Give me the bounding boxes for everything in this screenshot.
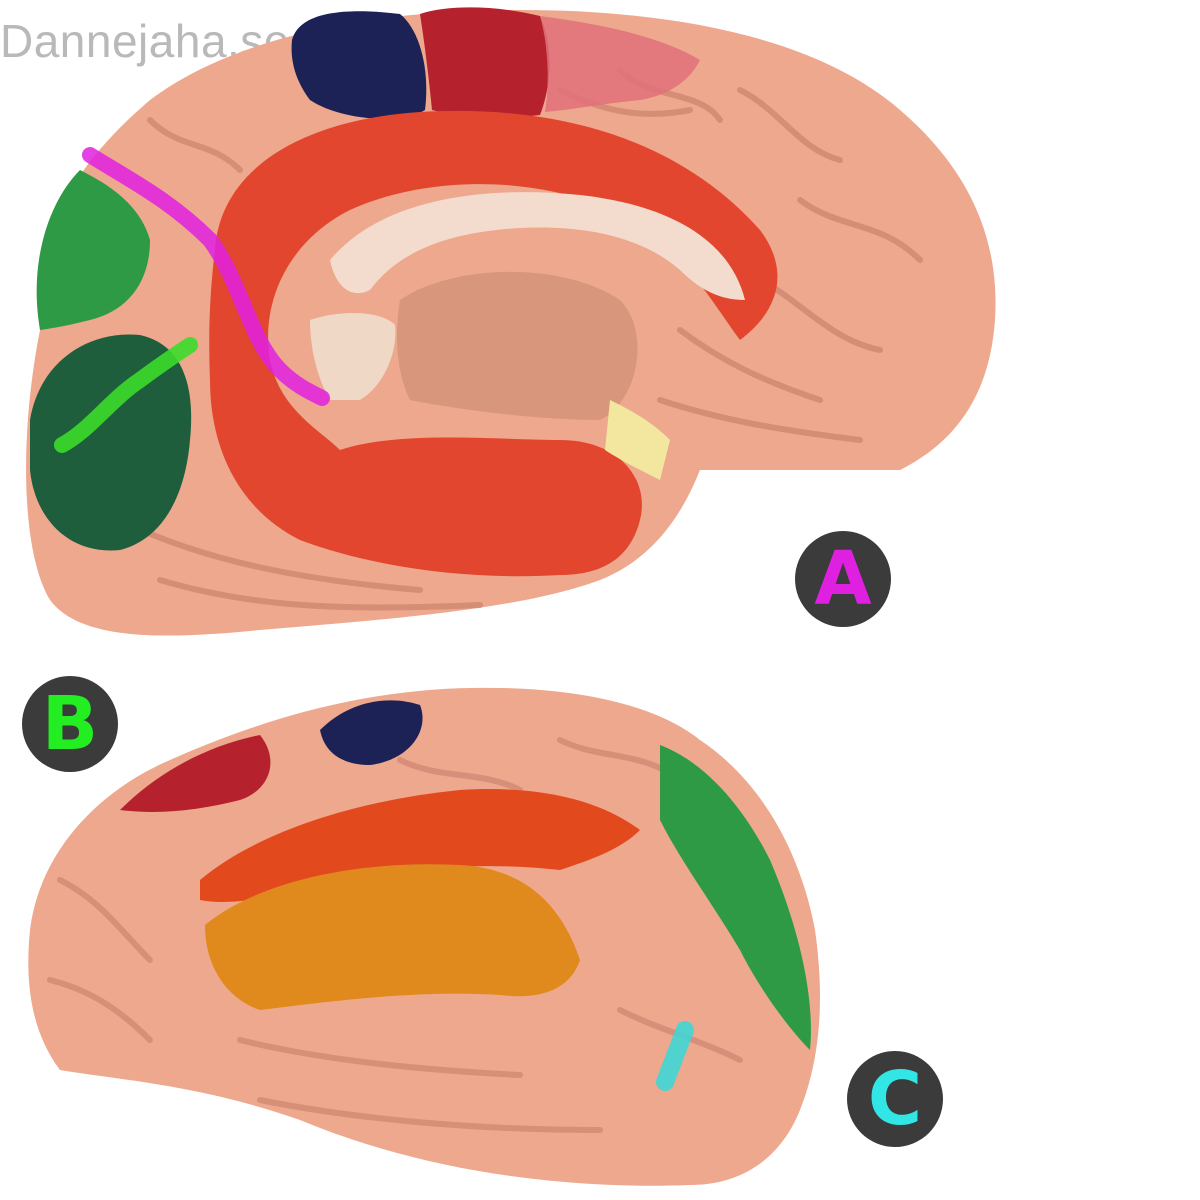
medial-brain-view <box>26 7 996 636</box>
red-lateral-band <box>200 789 640 902</box>
pink-region <box>540 16 700 112</box>
label-c-badge: C <box>847 1051 943 1147</box>
pale-block <box>310 313 396 400</box>
label-a-badge: A <box>795 531 891 627</box>
dark-green-region <box>30 334 192 551</box>
crimson-lateral-region <box>120 735 271 812</box>
green-region <box>36 170 150 330</box>
label-b-badge: B <box>22 676 118 772</box>
yellow-cut <box>605 400 670 480</box>
green-marker-line <box>54 337 198 453</box>
lateral-brain-view <box>28 687 820 1186</box>
interior-cavity <box>397 271 638 420</box>
navy-lateral-region <box>320 700 423 765</box>
cingulate-red-region <box>209 110 778 577</box>
crimson-region <box>420 7 550 118</box>
label-c-text: C <box>867 1056 923 1142</box>
navy-region <box>291 11 427 119</box>
cyan-marker-line <box>656 1021 694 1091</box>
corpus-callosum <box>330 192 745 300</box>
label-b-text: B <box>41 681 99 767</box>
orange-temporal-region <box>205 864 580 1010</box>
magenta-marker-line <box>82 147 330 406</box>
green-lateral-region <box>660 745 811 1050</box>
label-a-text: A <box>814 536 872 622</box>
